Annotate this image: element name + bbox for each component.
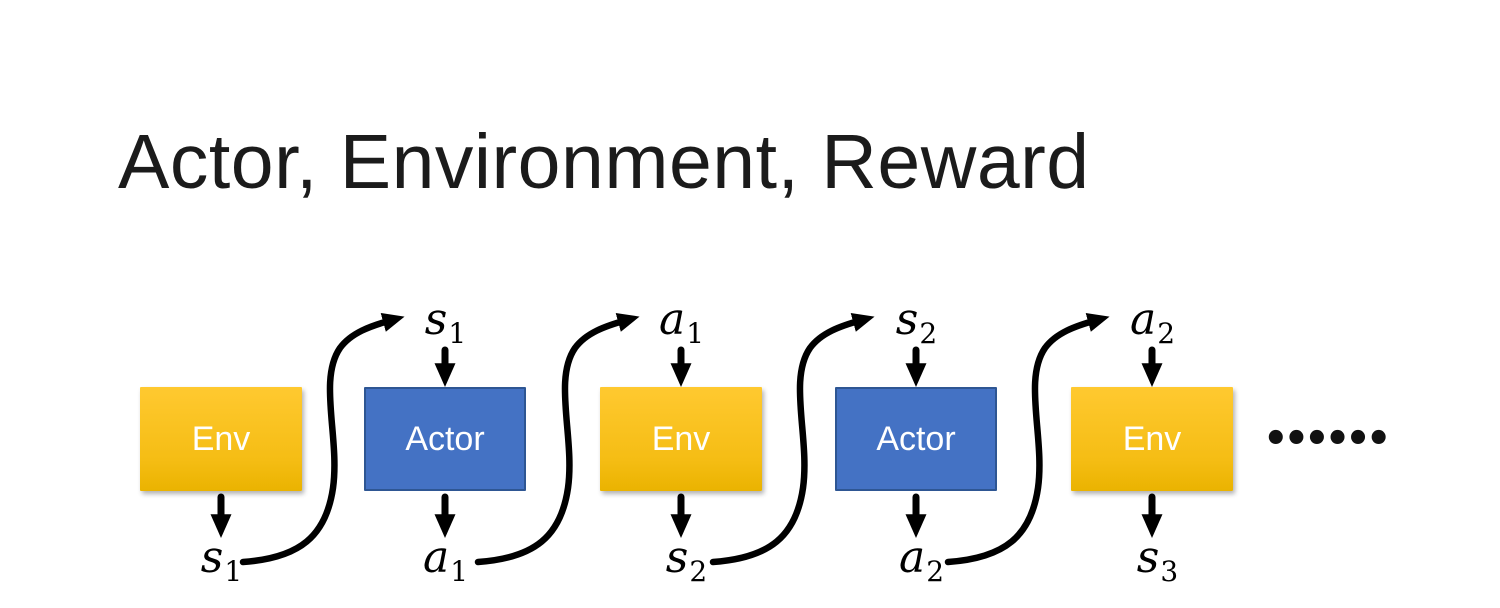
env-box-1: Env bbox=[140, 387, 302, 491]
bottom-label-s2: s2 bbox=[631, 532, 741, 588]
top-label-s2-base: s bbox=[895, 294, 919, 345]
bottom-label-s3-sub: 3 bbox=[1160, 555, 1179, 588]
bottom-label-a1-base: a bbox=[422, 532, 450, 583]
continuation-dots: •••••• bbox=[1263, 416, 1391, 462]
bottom-label-s1: s1 bbox=[166, 532, 276, 588]
top-label-a2-base: a bbox=[1129, 294, 1157, 345]
bottom-label-a1: a1 bbox=[390, 532, 500, 588]
bottom-label-s3: s3 bbox=[1102, 532, 1212, 588]
top-label-s1-sub: 1 bbox=[448, 317, 467, 350]
top-label-s2-sub: 2 bbox=[919, 317, 938, 350]
top-label-a2: a2 bbox=[1097, 294, 1207, 350]
bottom-label-a2-base: a bbox=[898, 532, 926, 583]
slide-title: Actor, Environment, Reward bbox=[118, 119, 1090, 205]
bottom-label-a1-sub: 1 bbox=[450, 555, 469, 588]
bottom-label-a2: a2 bbox=[866, 532, 976, 588]
bottom-label-s2-base: s bbox=[665, 532, 689, 583]
bottom-label-s1-sub: 1 bbox=[224, 555, 243, 588]
top-label-s1: s1 bbox=[390, 294, 500, 350]
bottom-label-s2-sub: 2 bbox=[689, 555, 708, 588]
top-label-a1-sub: 1 bbox=[686, 317, 705, 350]
top-label-s2: s2 bbox=[861, 294, 971, 350]
actor-box-2: Actor bbox=[835, 387, 997, 491]
bottom-label-a2-sub: 2 bbox=[926, 555, 945, 588]
env-box-3: Env bbox=[1071, 387, 1233, 491]
top-label-a1: a1 bbox=[626, 294, 736, 350]
bottom-label-s3-base: s bbox=[1136, 532, 1160, 583]
actor-box-1: Actor bbox=[364, 387, 526, 491]
top-label-s1-base: s bbox=[424, 294, 448, 345]
env-box-2: Env bbox=[600, 387, 762, 491]
top-label-a1-base: a bbox=[658, 294, 686, 345]
bottom-label-s1-base: s bbox=[200, 532, 224, 583]
top-label-a2-sub: 2 bbox=[1157, 317, 1176, 350]
